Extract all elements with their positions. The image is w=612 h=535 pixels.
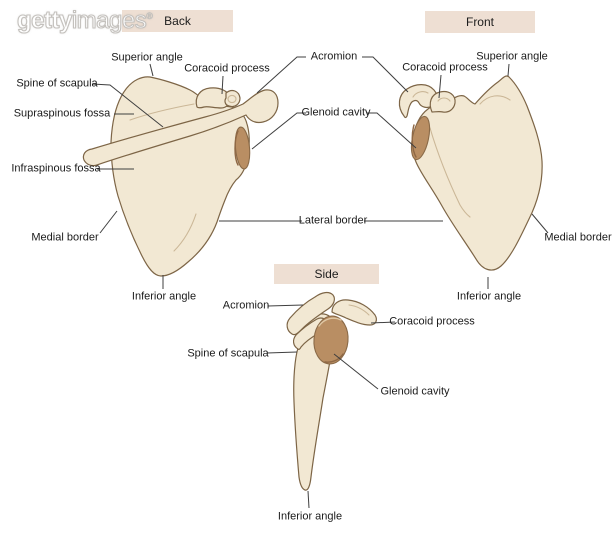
label-side-glenoid-cavity: Glenoid cavity <box>380 385 450 398</box>
side-coracoid-curl <box>348 304 370 316</box>
view-header-back: Back <box>122 10 233 32</box>
label-back-medial-border: Medial border <box>31 231 99 244</box>
label-acromion: Acromion <box>310 50 358 63</box>
front-glenoid-shading <box>411 124 417 158</box>
label-back-inferior-angle: Inferior angle <box>131 290 197 303</box>
label-front-medial-border: Medial border <box>544 231 612 244</box>
view-header-back-label: Back <box>164 14 191 28</box>
back-spine-acromion-shape <box>82 89 279 167</box>
label-front-coracoid-process: Coracoid process <box>402 61 488 74</box>
label-back-coracoid-process: Coracoid process <box>184 62 270 75</box>
label-side-acromion: Acromion <box>222 299 270 312</box>
gettyimages-watermark: gettyimages® <box>16 6 153 35</box>
leader-glenoid-left <box>251 112 306 150</box>
watermark-images: images <box>71 6 147 34</box>
front-acromion-curl <box>412 91 429 98</box>
leader-front-coracoid-process <box>438 74 442 99</box>
label-side-spine-of-scapula: Spine of scapula <box>187 347 269 360</box>
leader-side-glenoid-cavity <box>333 353 379 390</box>
side-coracoid-process-shape <box>331 299 377 326</box>
front-coracoid-curl <box>437 97 451 102</box>
leader-back-superior-angle <box>149 63 154 77</box>
watermark-getty: getty <box>16 6 72 34</box>
label-front-superior-angle: Superior angle <box>476 50 548 63</box>
label-side-coracoid-process: Coracoid process <box>389 315 475 328</box>
front-coracoid-process-shape <box>429 90 456 113</box>
label-lateral-border: Lateral border <box>298 214 368 227</box>
view-header-front: Front <box>425 11 535 33</box>
leader-side-spine-of-scapula <box>266 351 298 354</box>
back-coracoid-detail <box>227 94 237 104</box>
back-view-bone <box>82 76 279 277</box>
leader-side-acromion <box>267 304 304 307</box>
label-glenoid-cavity: Glenoid cavity <box>301 106 371 119</box>
label-front-inferior-angle: Inferior angle <box>456 290 522 303</box>
leader-side-inferior-angle <box>307 490 310 509</box>
label-back-spine-of-scapula: Spine of scapula <box>16 77 98 90</box>
side-glenoid-cavity-shape <box>313 315 349 365</box>
back-supraspinous-detail-line <box>129 103 195 121</box>
back-lateral-crease <box>173 213 197 252</box>
leader-acromion-right <box>362 56 409 93</box>
side-view-bone <box>286 291 377 491</box>
leader-front-superior-angle <box>507 63 510 77</box>
label-back-superior-angle: Superior angle <box>111 51 183 64</box>
label-side-inferior-angle: Inferior angle <box>277 510 343 523</box>
front-left-crease <box>429 127 471 218</box>
leader-lines <box>91 56 549 509</box>
leader-glenoid-right <box>367 112 417 149</box>
front-superior-detail-arc <box>479 95 511 105</box>
leader-back-spine-of-scapula <box>91 83 164 128</box>
view-header-side: Side <box>274 264 379 284</box>
back-coracoid-hook-shape <box>224 89 241 108</box>
view-header-side-label: Side <box>314 267 339 281</box>
label-back-supraspinous-fossa: Supraspinous fossa <box>13 107 111 120</box>
side-glenoid-shading <box>324 353 344 363</box>
leader-back-medial-border <box>99 210 118 234</box>
leader-front-medial-border <box>531 213 549 234</box>
watermark-registered-icon: ® <box>146 11 153 22</box>
back-coracoid-process-shape <box>195 87 231 109</box>
front-view-bone <box>398 75 543 271</box>
back-glenoid-shading <box>234 130 239 166</box>
view-header-front-label: Front <box>465 15 494 29</box>
label-back-infraspinous-fossa: Infraspinous fossa <box>11 162 101 175</box>
leader-side-coracoid-process <box>370 321 396 324</box>
leader-acromion-left <box>256 56 306 94</box>
leader-back-coracoid-process <box>221 75 224 95</box>
side-glenoid-highlight <box>318 317 342 327</box>
front-blade-shape <box>412 75 543 271</box>
